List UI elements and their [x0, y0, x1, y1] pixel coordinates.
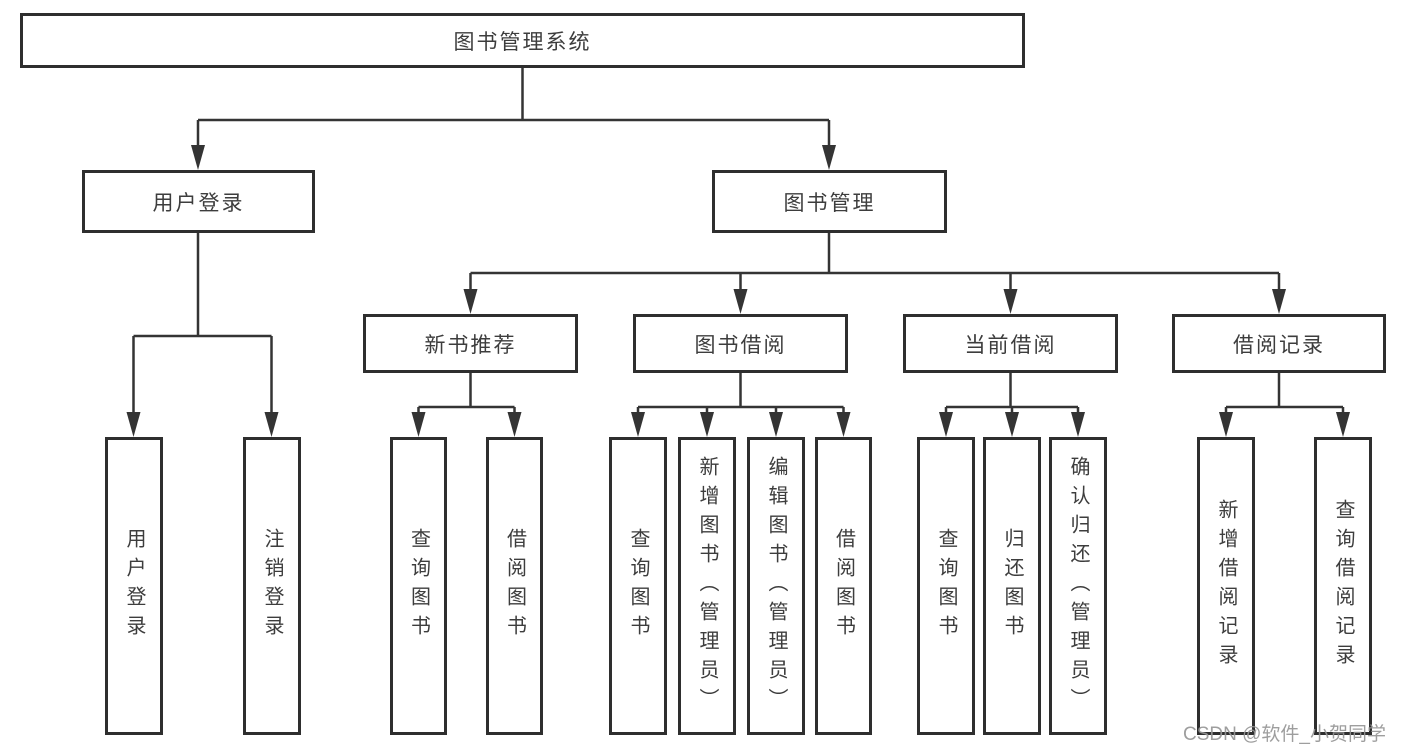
- leaf-borrow-add-books-admin: 新增图书（管理员）: [678, 437, 736, 735]
- connector-borrow-to-leaves: [631, 373, 851, 437]
- leaf-recommend-query-books: 查询图书: [390, 437, 447, 735]
- node-current-borrow: 当前借阅: [903, 314, 1118, 373]
- node-root-system: 图书管理系统: [20, 13, 1025, 68]
- connector-current-to-leaves: [939, 373, 1085, 437]
- node-label: 查询图书: [627, 528, 649, 644]
- node-label: 用户登录: [152, 191, 245, 215]
- leaf-current-return-books: 归还图书: [983, 437, 1041, 735]
- node-label: 新增图书（管理员）: [696, 455, 718, 717]
- node-label: 查询图书: [407, 528, 430, 644]
- node-label: 新增借阅记录: [1215, 499, 1237, 673]
- node-user-login: 用户登录: [82, 170, 315, 233]
- node-label: 查询图书: [935, 528, 957, 644]
- node-label: 注销登录: [261, 528, 283, 644]
- leaf-borrow-borrow-books: 借阅图书: [815, 437, 872, 735]
- leaf-record-add-borrow-record: 新增借阅记录: [1197, 437, 1255, 735]
- node-label: 图书管理系统: [453, 30, 592, 54]
- node-borrow-records: 借阅记录: [1172, 314, 1386, 373]
- leaf-recommend-borrow-books: 借阅图书: [486, 437, 543, 735]
- connector-root-to-level2: [191, 68, 836, 170]
- node-label: 图书借阅: [694, 333, 787, 357]
- node-label: 新书推荐: [424, 333, 517, 357]
- node-label: 借阅图书: [503, 528, 526, 644]
- node-label: 借阅记录: [1233, 333, 1325, 357]
- connector-mgmt-to-level3: [463, 233, 1286, 314]
- node-label: 确认归还（管理员）: [1067, 455, 1089, 717]
- connector-record-to-leaves: [1219, 373, 1350, 437]
- node-book-management: 图书管理: [712, 170, 947, 233]
- csdn-watermark: CSDN @软件_小贺同学: [1183, 724, 1386, 745]
- leaf-logout: 注销登录: [243, 437, 301, 735]
- node-label: 图书管理: [783, 191, 876, 215]
- node-label: 编辑图书（管理员）: [765, 455, 787, 717]
- node-label: 当前借阅: [964, 333, 1057, 357]
- leaf-record-query-borrow-record: 查询借阅记录: [1314, 437, 1372, 735]
- node-book-borrow: 图书借阅: [633, 314, 848, 373]
- leaf-current-confirm-return-admin: 确认归还（管理员）: [1049, 437, 1107, 735]
- node-label: 查询借阅记录: [1332, 499, 1354, 673]
- node-label: 借阅图书: [832, 528, 855, 644]
- node-new-book-recommend: 新书推荐: [363, 314, 578, 373]
- leaf-current-query-books: 查询图书: [917, 437, 975, 735]
- node-label: 归还图书: [1001, 528, 1023, 644]
- leaf-borrow-edit-books-admin: 编辑图书（管理员）: [747, 437, 805, 735]
- node-label: 用户登录: [123, 528, 145, 644]
- connector-recommend-to-leaves: [411, 373, 522, 437]
- leaf-borrow-query-books: 查询图书: [609, 437, 667, 735]
- connector-login-to-leaves: [126, 233, 279, 437]
- leaf-user-login: 用户登录: [105, 437, 163, 735]
